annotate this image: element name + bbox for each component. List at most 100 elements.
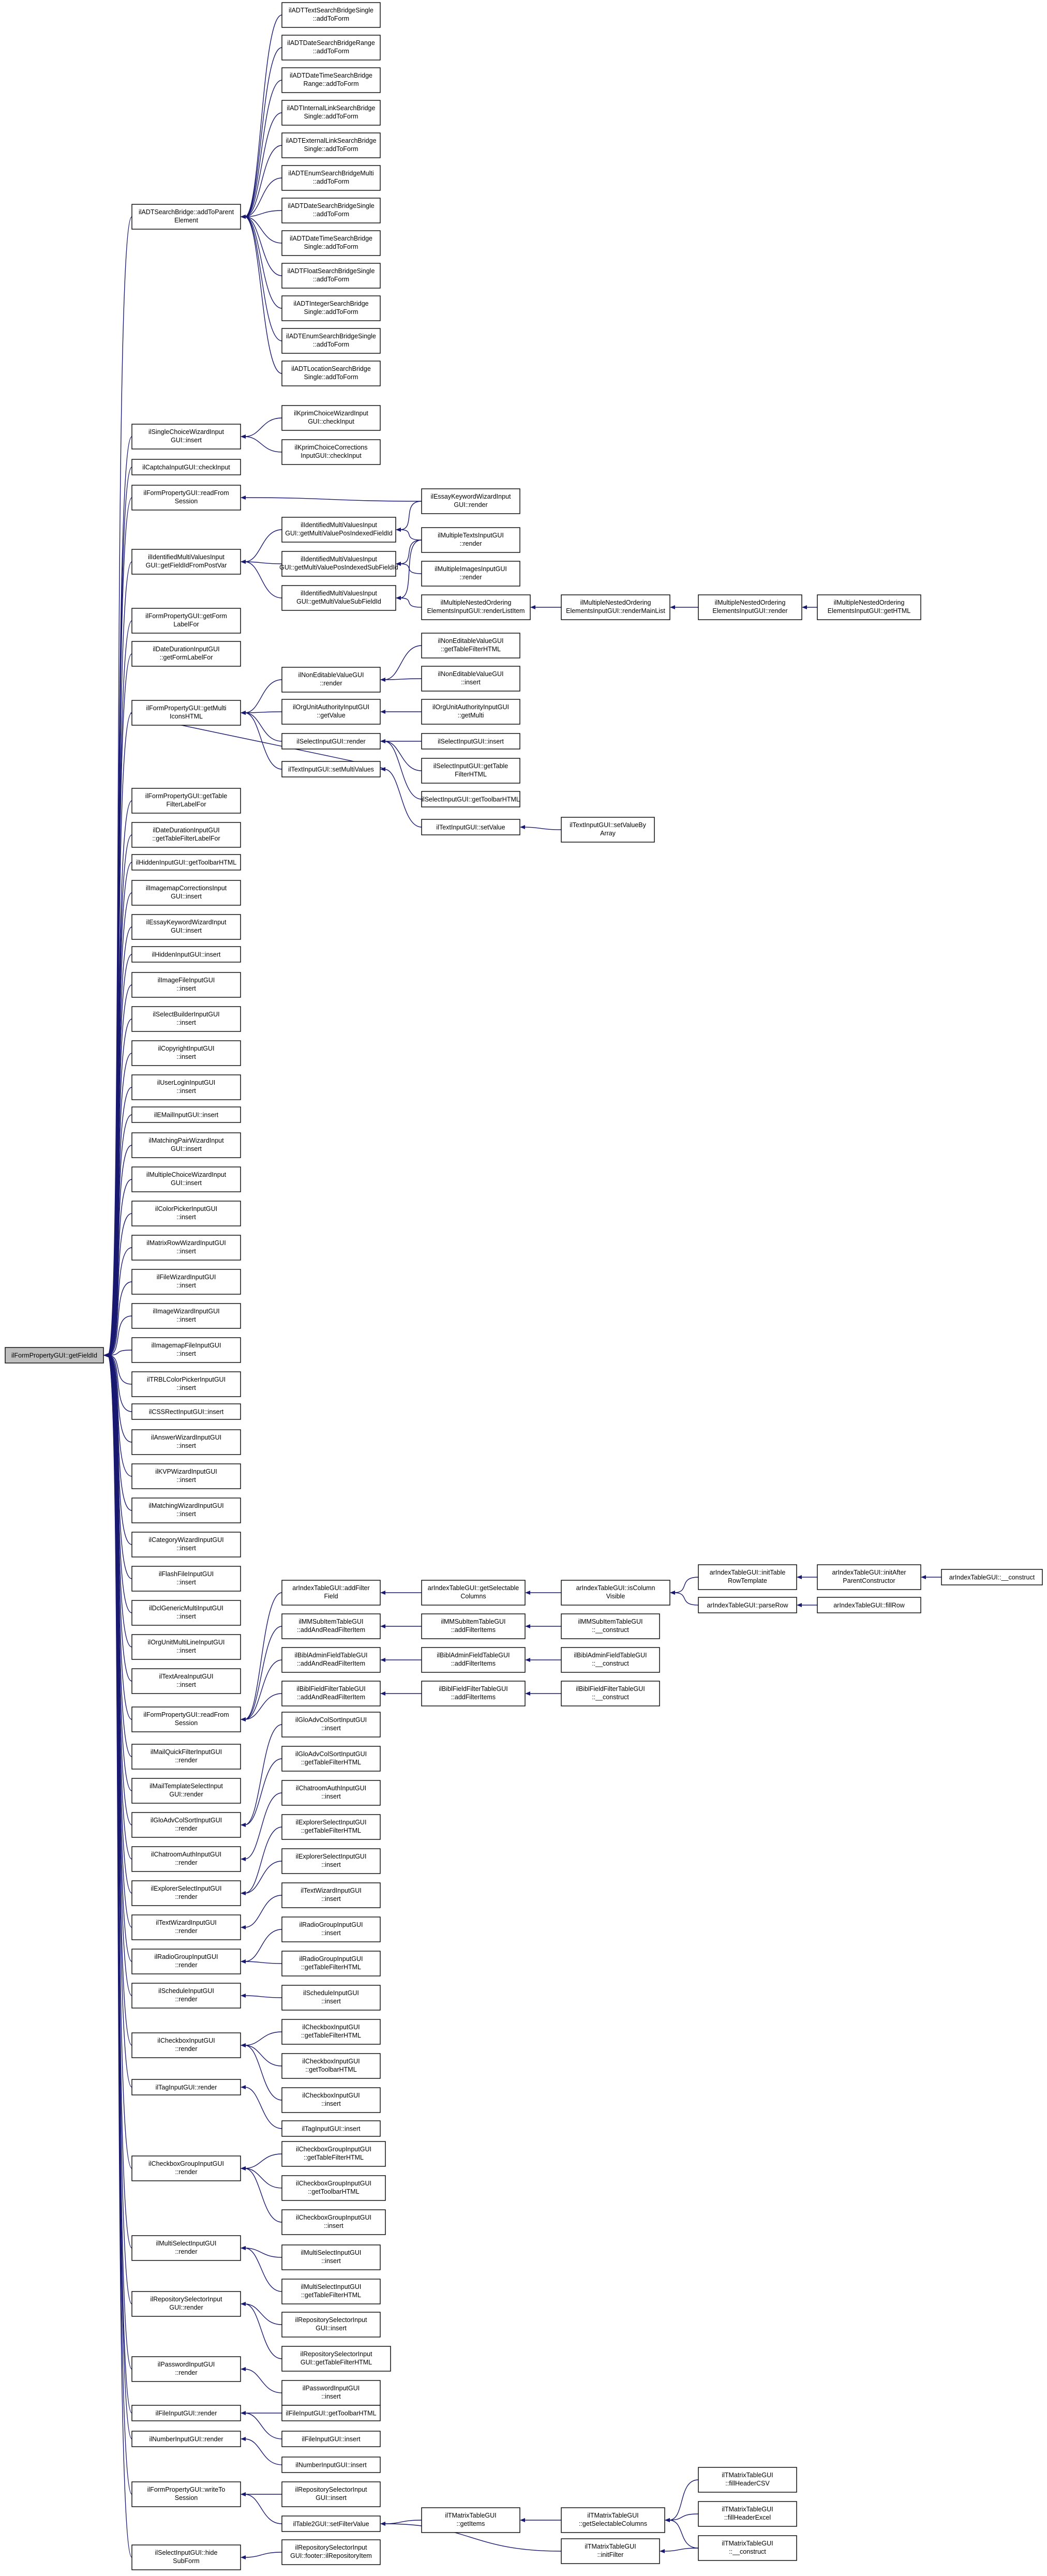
- node-date-duration[interactable]: ilDateDurationInputGUI::getFormLabelFor: [131, 641, 241, 667]
- node-radio-group-table[interactable]: ilRadioGroupInputGUI::getTableFilterHTML: [281, 1951, 381, 1976]
- node-adt-integer-sbs[interactable]: ilADTIntegerSearchBridgeSingle::addToFor…: [281, 295, 381, 321]
- node-radio-group-ins[interactable]: ilRadioGroupInputGUI::insert: [281, 1916, 381, 1942]
- node-t-matrix-csv[interactable]: ilTMatrixTableGUI::fillHeaderCSV: [698, 2467, 797, 2493]
- node-adt-text-sb[interactable]: ilADTTextSearchBridgeSingle::addToForm: [281, 2, 381, 28]
- node-checkbox-toolbar[interactable]: ilCheckboxInputGUI::getToolbarHTML: [281, 2053, 381, 2079]
- node-root[interactable]: ilFormPropertyGUI::getFieldId: [5, 1347, 104, 1364]
- node-org-unit-get[interactable]: ilOrgUnitAuthorityInputGUI::getValue: [281, 699, 381, 725]
- node-t-matrix-excel[interactable]: ilTMatrixTableGUI::fillHeaderExcel: [698, 2501, 797, 2527]
- node-tag-render[interactable]: ilTagInputGUI::render: [131, 2079, 241, 2095]
- node-identified-multi[interactable]: ilIdentifiedMultiValuesInputGUI::getFiel…: [131, 549, 241, 575]
- node-e-mail[interactable]: ilEMailInputGUI::insert: [131, 1106, 241, 1123]
- node-kvp-wizard[interactable]: ilKVPWizardInputGUI::insert: [131, 1463, 241, 1489]
- node-ident-multi-pos-sub[interactable]: ilIdentifiedMultiValuesInputGUI::getMult…: [279, 551, 398, 577]
- node-image-file[interactable]: ilImageFileInputGUI::insert: [131, 972, 241, 998]
- node-text-set-multi[interactable]: ilTextInputGUI::setMultiValues: [281, 761, 381, 777]
- node-index-init-after[interactable]: arIndexTableGUI::initAfterParentConstruc…: [817, 1564, 921, 1590]
- node-multi-select-ins[interactable]: ilMultiSelectInputGUI::insert: [281, 2244, 381, 2270]
- node-org-unit-multi-line[interactable]: ilOrgUnitMultiLineInputGUI::insert: [131, 1634, 241, 1660]
- node-explorer-table[interactable]: ilExplorerSelectInputGUI::getTableFilter…: [281, 1814, 381, 1840]
- node-adt-ext-link-sb[interactable]: ilADTExternalLinkSearchBridgeSingle::add…: [281, 132, 381, 158]
- node-repo-selector-table[interactable]: ilRepositorySelectorInputGUI::getTableFi…: [281, 2346, 391, 2372]
- node-password[interactable]: ilPasswordInputGUI::render: [131, 2356, 241, 2382]
- node-t-matrix-get-items[interactable]: ilTMatrixTableGUI::getItems: [421, 2507, 520, 2533]
- node-bibl-field-constr[interactable]: ilBiblFieldFilterTableGUI::__construct: [561, 1681, 660, 1706]
- node-text-area-insert[interactable]: ilTextAreaInputGUI::insert: [131, 1668, 241, 1694]
- node-bibl-field-filter[interactable]: ilBiblFieldFilterTableGUI::addFilterItem…: [421, 1681, 526, 1706]
- node-mm-subtables[interactable]: ilMMSubItemTableGUI::addAndReadFilterIte…: [281, 1613, 381, 1639]
- node-checkbox[interactable]: ilCheckboxInputGUI::render: [131, 2032, 241, 2058]
- node-adt-int-link-sb[interactable]: ilADTInternalLinkSearchBridgeSingle::add…: [281, 100, 381, 126]
- node-css-rect[interactable]: ilCSSRectInputGUI::insert: [131, 1403, 241, 1420]
- node-multi-select[interactable]: ilMultiSelectInputGUI::render: [131, 2235, 241, 2261]
- node-adt-enum-sbm[interactable]: ilADTEnumSearchBridgeMulti::addToForm: [281, 165, 381, 191]
- node-trbl[interactable]: ilTRBLColorPickerInputGUI::insert: [131, 1371, 241, 1397]
- node-multi-select-table[interactable]: ilMultiSelectInputGUI::getTableFilterHTM…: [281, 2279, 381, 2304]
- node-radio-group[interactable]: ilRadioGroupInputGUI::render: [131, 1949, 241, 1974]
- node-multi-nested-list[interactable]: ilMultipleNestedOrderingElementsInputGUI…: [421, 594, 531, 620]
- node-ident-multi-sub[interactable]: ilIdentifiedMultiValuesInputGUI::getMult…: [281, 585, 396, 611]
- node-non-editable[interactable]: ilNonEditableValueGUI::render: [281, 667, 381, 693]
- node-bibl-field[interactable]: ilBiblFieldFilterTableGUI::addAndReadFil…: [281, 1681, 381, 1706]
- node-file-toolbar[interactable]: ilFileInputGUI::getToolbarHTML: [281, 2405, 381, 2421]
- node-mm-sub-item-filter[interactable]: ilMMSubItemTableGUI::addFilterItems: [421, 1613, 526, 1639]
- node-form-prop-table[interactable]: ilFormPropertyGUI::getTableFilterLabelFo…: [131, 788, 241, 814]
- node-answer-wizard[interactable]: ilAnswerWizardInputGUI::insert: [131, 1429, 241, 1455]
- node-glo-adv-col-sort[interactable]: ilGloAdvColSortInputGUI::render: [131, 1812, 241, 1838]
- node-select-builder[interactable]: ilSelectBuilderInputGUI::insert: [131, 1006, 241, 1032]
- node-index-fill-row[interactable]: arIndexTableGUI::fillRow: [817, 1597, 921, 1613]
- node-multi-nested-main[interactable]: ilMultipleNestedOrderingElementsInputGUI…: [561, 594, 670, 620]
- node-t-matrix-init-filter[interactable]: ilTMatrixTableGUI::initFilter: [561, 2538, 660, 2564]
- node-copyright[interactable]: ilCopyrightInputGUI::insert: [131, 1040, 241, 1066]
- node-select-render[interactable]: ilSelectInputGUI::render: [281, 733, 381, 750]
- node-adt-date-sbr[interactable]: ilADTDateSearchBridgeRange::addToForm: [281, 35, 381, 61]
- node-multi-nested-render[interactable]: ilMultipleNestedOrderingElementsInputGUI…: [698, 594, 802, 620]
- node-number-render[interactable]: ilNumberInputGUI::render: [131, 2431, 241, 2447]
- node-glo-adv-insert[interactable]: ilGloAdvColSortInputGUI::insert: [281, 1712, 381, 1738]
- node-adt-date-sbs[interactable]: ilADTDateSearchBridgeSingle::addToForm: [281, 198, 381, 223]
- node-explorer-insert[interactable]: ilExplorerSelectInputGUI::insert: [281, 1848, 381, 1874]
- node-matrix-row[interactable]: ilMatrixRowWizardInputGUI::insert: [131, 1235, 241, 1261]
- node-checkbox-table[interactable]: ilCheckboxInputGUI::getTableFilterHTML: [281, 2019, 381, 2045]
- node-bibl-admin-constr[interactable]: ilBiblAdminFieldTableGUI::__construct: [561, 1647, 660, 1673]
- node-file-render[interactable]: ilFileInputGUI::render: [131, 2405, 241, 2421]
- node-kprim-choice-corr[interactable]: ilKprimChoiceCorrectionsInputGUI::checkI…: [281, 439, 381, 465]
- node-color-picker[interactable]: ilColorPickerInputGUI::insert: [131, 1201, 241, 1226]
- node-select-insert[interactable]: ilSelectInputGUI::insert: [421, 733, 520, 750]
- node-checkbox-ins[interactable]: ilCheckboxInputGUI::insert: [281, 2087, 381, 2113]
- node-index-selectable[interactable]: arIndexTableGUI::getSelectableColumns: [421, 1580, 526, 1606]
- node-checkbox-group-table[interactable]: ilCheckboxGroupInputGUI::getTableFilterH…: [281, 2141, 386, 2167]
- node-password-ins[interactable]: ilPasswordInputGUI::insert: [281, 2380, 381, 2406]
- node-schedule[interactable]: ilScheduleInputGUI::render: [131, 1983, 241, 2009]
- node-hidden-toolbar[interactable]: ilHiddenInputGUI::getToolbarHTML: [131, 854, 241, 871]
- node-checkbox-group-toolbar[interactable]: ilCheckboxGroupInputGUI::getToolbarHTML: [281, 2175, 386, 2201]
- node-adt-enum-sbs[interactable]: ilADTEnumSearchBridgeSingle::addToForm: [281, 328, 381, 354]
- node-non-edit-table[interactable]: ilNonEditableValueGUI::getTableFilterHTM…: [421, 633, 520, 658]
- node-captcha[interactable]: ilCaptchaInputGUI::checkInput: [131, 459, 241, 475]
- node-multiple-texts[interactable]: ilMultipleTextsInputGUI::render: [421, 527, 520, 553]
- node-date-dur-table[interactable]: ilDateDurationInputGUI::getTableFilterLa…: [131, 822, 241, 848]
- node-text-wizard-ins[interactable]: ilTextWizardInputGUI::insert: [281, 1882, 381, 1908]
- node-hidden-insert[interactable]: ilHiddenInputGUI::insert: [131, 946, 241, 963]
- node-text-wizard[interactable]: ilTextWizardInputGUI::render: [131, 1914, 241, 1940]
- node-chatroom-auth[interactable]: ilChatroomAuthInputGUI::render: [131, 1846, 241, 1872]
- node-user-login[interactable]: ilUserLoginInputGUI::insert: [131, 1074, 241, 1100]
- node-tag-insert[interactable]: ilTagInputGUI::insert: [281, 2120, 381, 2137]
- node-select-toolbar[interactable]: ilSelectInputGUI::getToolbarHTML: [421, 791, 520, 807]
- node-adt-float-sbs[interactable]: ilADTFloatSearchBridgeSingle::addToForm: [281, 263, 381, 289]
